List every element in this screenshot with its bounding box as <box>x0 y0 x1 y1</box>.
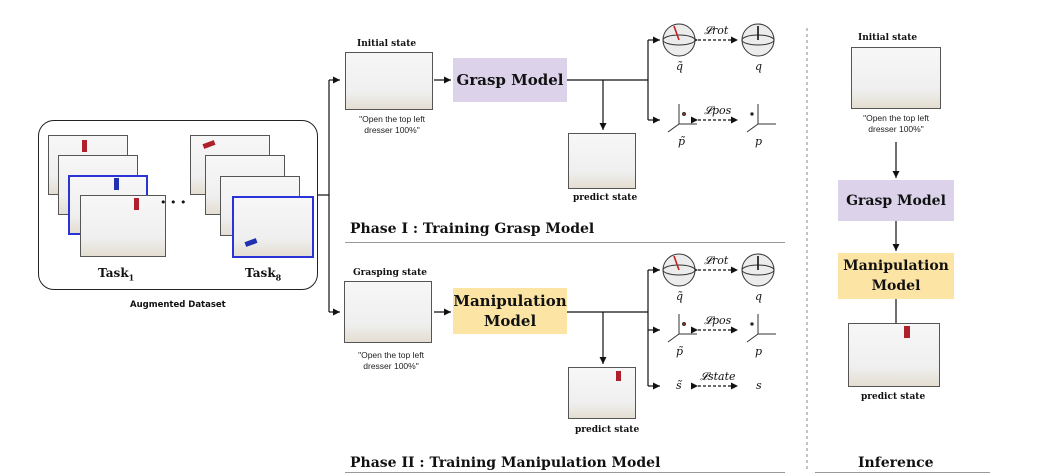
phase1-initial-state-image <box>345 52 433 110</box>
phase2-state-loss: 𝓛state <box>700 370 736 383</box>
task-last-label: Task8 <box>245 266 282 283</box>
position-axes-icons <box>667 104 776 343</box>
phase1-arrows <box>434 36 738 130</box>
inference-instruction: "Open the top left dresser 100%" <box>863 113 929 134</box>
phase2-pos-loss: 𝓛pos <box>704 314 732 327</box>
inference-predict-state-label: predict state <box>861 392 926 402</box>
phase1-q-true: q <box>755 60 763 73</box>
phase2-grasping-state-label: Grasping state <box>353 268 427 278</box>
phase2-q-pred: q̃ <box>676 290 684 303</box>
phase2-manipulation-model-box: Manipulation Model <box>453 288 567 334</box>
phase2-predict-state-image <box>568 367 636 419</box>
inference-title: Inference <box>858 455 934 471</box>
phase2-s-true: s <box>756 379 762 392</box>
target-marker-red <box>82 140 87 152</box>
phase2-instruction: "Open the top left dresser 100%" <box>358 350 424 371</box>
phase2-s-pred: s̃ <box>676 379 682 392</box>
inference-underline <box>815 472 990 473</box>
phase2-p-pred: p̃ <box>676 345 684 358</box>
phase2-title: Phase II : Training Manipulation Model <box>350 455 661 471</box>
phase2-arrows <box>434 266 738 390</box>
phase1-predict-state-image <box>568 133 636 189</box>
orientation-sphere-icons <box>662 23 775 287</box>
dataset-caption: Augmented Dataset <box>130 300 226 310</box>
augmented-dataset-panel <box>38 120 318 290</box>
phase2-p-true: p <box>755 345 763 358</box>
phase1-title: Phase I : Training Grasp Model <box>350 221 595 237</box>
dataset-frame-4 <box>80 195 166 257</box>
phase2-q-true: q <box>755 290 763 303</box>
phase1-grasp-model-box: Grasp Model <box>453 58 567 102</box>
task-first-label: Task1 <box>98 266 135 283</box>
phase1-underline <box>345 242 785 243</box>
dataset-branch-arrows <box>318 76 340 316</box>
phase1-pos-loss: 𝓛pos <box>704 104 732 117</box>
target-marker-red <box>616 371 621 381</box>
dataset-ellipsis: • • • <box>160 196 187 209</box>
phase1-predict-state-label: predict state <box>573 193 638 203</box>
target-marker-red <box>134 198 139 210</box>
inference-initial-state-label: Initial state <box>858 33 918 43</box>
phase2-rot-loss: 𝓛rot <box>704 254 729 267</box>
phase1-p-true: p <box>755 135 763 148</box>
phase1-instruction: "Open the top left dresser 100%" <box>359 114 425 135</box>
target-marker-blue <box>114 178 119 190</box>
phase2-predict-state-label: predict state <box>575 425 640 435</box>
phase2-grasping-state-image <box>344 281 432 343</box>
inference-manipulation-model-box: Manipulation Model <box>838 253 954 299</box>
target-marker-red <box>904 326 910 338</box>
phase1-p-pred: p̃ <box>678 135 686 148</box>
phase1-initial-state-label: Initial state <box>357 39 417 49</box>
phase1-q-pred: q̃ <box>676 60 684 73</box>
dataset-frame-8 <box>232 196 314 258</box>
phase1-rot-loss: 𝓛rot <box>704 24 729 37</box>
inference-predict-state-image <box>848 323 940 387</box>
phase2-underline <box>345 472 785 473</box>
inference-grasp-model-box: Grasp Model <box>838 180 954 221</box>
inference-initial-state-image <box>851 47 941 109</box>
